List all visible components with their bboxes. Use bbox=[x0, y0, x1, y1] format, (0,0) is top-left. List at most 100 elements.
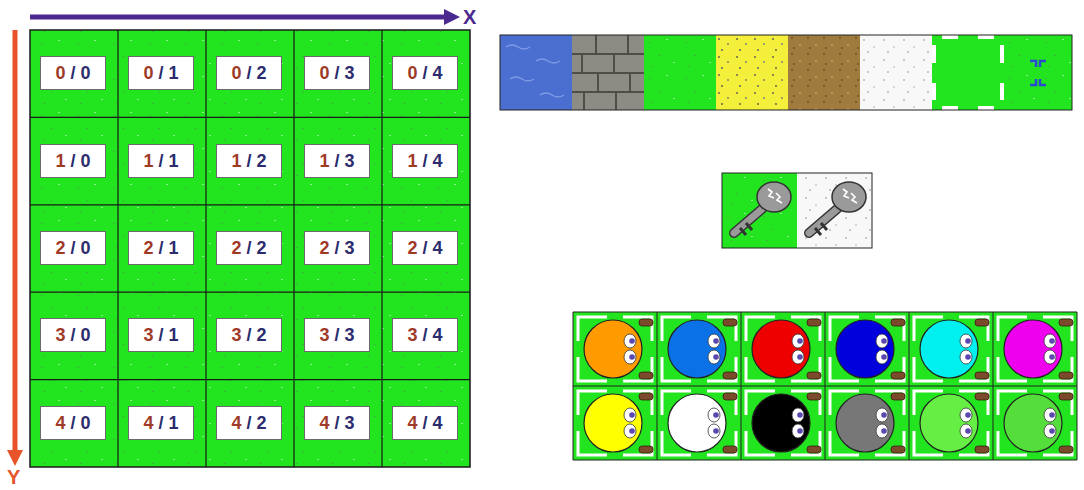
column-number: 3 bbox=[345, 238, 355, 258]
dirt-tile bbox=[788, 35, 860, 110]
coordinate-label: 4/3 bbox=[304, 406, 370, 440]
separator: / bbox=[334, 151, 339, 171]
separator: / bbox=[422, 325, 427, 345]
row-number: 1 bbox=[55, 151, 65, 171]
marked-grass-tile bbox=[932, 35, 1004, 110]
row-number: 2 bbox=[55, 238, 65, 258]
water-tile bbox=[506, 45, 564, 97]
separator: / bbox=[422, 151, 427, 171]
separator: / bbox=[422, 238, 427, 258]
row-number: 3 bbox=[231, 325, 241, 345]
key-tiles bbox=[809, 182, 866, 235]
dirt-tile bbox=[788, 35, 860, 110]
stone-tile bbox=[572, 35, 644, 110]
row-number: 3 bbox=[407, 325, 417, 345]
row-number: 4 bbox=[231, 413, 241, 433]
separator: / bbox=[70, 413, 75, 433]
key-tiles bbox=[734, 182, 791, 235]
coordinate-label: 4/ 1 bbox=[128, 406, 194, 440]
separator: / bbox=[70, 238, 75, 258]
column-number: 1 bbox=[169, 325, 179, 345]
x-axis-arrow bbox=[30, 15, 446, 20]
row-number: 3 bbox=[143, 325, 153, 345]
water-tile bbox=[500, 35, 572, 110]
coordinate-label: 2/4 bbox=[392, 231, 458, 265]
coordinate-label: 0/2 bbox=[216, 56, 282, 90]
terrain-tiles bbox=[500, 35, 1072, 110]
row-number: 3 bbox=[55, 325, 65, 345]
row-number: 1 bbox=[143, 151, 153, 171]
target-grass-tile bbox=[1004, 35, 1072, 110]
player-sprites bbox=[573, 312, 657, 386]
marked-grass-tile bbox=[936, 39, 1000, 106]
separator: / bbox=[70, 63, 75, 83]
y-axis-arrow bbox=[7, 450, 23, 466]
player-sprites bbox=[657, 386, 741, 460]
marked-grass-tile bbox=[958, 35, 978, 42]
row-number: 0 bbox=[319, 63, 329, 83]
separator: / bbox=[246, 413, 251, 433]
separator: / bbox=[246, 63, 251, 83]
separator: / bbox=[334, 413, 339, 433]
marked-grass-tile bbox=[997, 63, 1004, 83]
coordinate-label: 0/3 bbox=[304, 56, 370, 90]
coordinate-label: 3/2 bbox=[216, 318, 282, 352]
sand-tile bbox=[716, 35, 788, 110]
separator: / bbox=[158, 413, 163, 433]
player-sprites bbox=[909, 312, 993, 386]
row-number: 4 bbox=[319, 413, 329, 433]
column-number: 3 bbox=[345, 63, 355, 83]
separator: / bbox=[422, 413, 427, 433]
row-number: 3 bbox=[319, 325, 329, 345]
column-number: 3 bbox=[345, 151, 355, 171]
coordinate-label: 1/3 bbox=[304, 144, 370, 178]
column-number: 4 bbox=[433, 63, 443, 83]
row-number: 4 bbox=[143, 413, 153, 433]
column-number: 0 bbox=[81, 151, 91, 171]
tile-grid bbox=[30, 30, 470, 467]
coordinate-label: 4/ 2 bbox=[216, 406, 282, 440]
coordinate-label: 2/1 bbox=[128, 231, 194, 265]
row-number: 4 bbox=[407, 413, 417, 433]
player-sprites bbox=[825, 386, 909, 460]
separator: / bbox=[246, 151, 251, 171]
row-number: 1 bbox=[407, 151, 417, 171]
coordinate-label: 4/0 bbox=[40, 406, 106, 440]
marked-grass-tile bbox=[932, 35, 1004, 110]
axis-label: X bbox=[463, 6, 476, 28]
y-axis-arrow bbox=[7, 30, 23, 466]
coordinate-label: 1/4 bbox=[392, 144, 458, 178]
separator: / bbox=[334, 238, 339, 258]
y-axis-arrow bbox=[13, 30, 18, 452]
coordinate-label: 3/1 bbox=[128, 318, 194, 352]
coordinate-label: 3/3 bbox=[304, 318, 370, 352]
column-number: 1 bbox=[169, 238, 179, 258]
stone-tile bbox=[572, 35, 644, 110]
column-number: 0 bbox=[81, 63, 91, 83]
water-tile bbox=[500, 35, 572, 110]
column-number: 3 bbox=[345, 325, 355, 345]
separator: / bbox=[70, 325, 75, 345]
x-axis-arrow bbox=[30, 9, 460, 25]
coordinate-label: 3/ 4 bbox=[392, 318, 458, 352]
separator: / bbox=[246, 238, 251, 258]
grass-tile bbox=[644, 35, 716, 110]
marked-grass-tile bbox=[932, 35, 1004, 110]
key-tiles bbox=[722, 173, 872, 248]
column-number: 4 bbox=[433, 413, 443, 433]
row-number: 2 bbox=[407, 238, 417, 258]
player-sprites bbox=[573, 312, 1077, 460]
player-sprites bbox=[741, 386, 825, 460]
column-number: 2 bbox=[257, 413, 267, 433]
column-number: 1 bbox=[169, 413, 179, 433]
coordinate-label: 3/0 bbox=[40, 318, 106, 352]
player-sprites bbox=[741, 312, 825, 386]
column-number: 2 bbox=[257, 63, 267, 83]
grass-tile bbox=[644, 35, 716, 110]
column-number: 0 bbox=[81, 238, 91, 258]
marked-grass-tile bbox=[932, 63, 939, 83]
column-number: 4 bbox=[433, 325, 443, 345]
column-number: 2 bbox=[257, 238, 267, 258]
coordinate-label: 2/3 bbox=[304, 231, 370, 265]
coordinate-label: 1/0 bbox=[40, 144, 106, 178]
